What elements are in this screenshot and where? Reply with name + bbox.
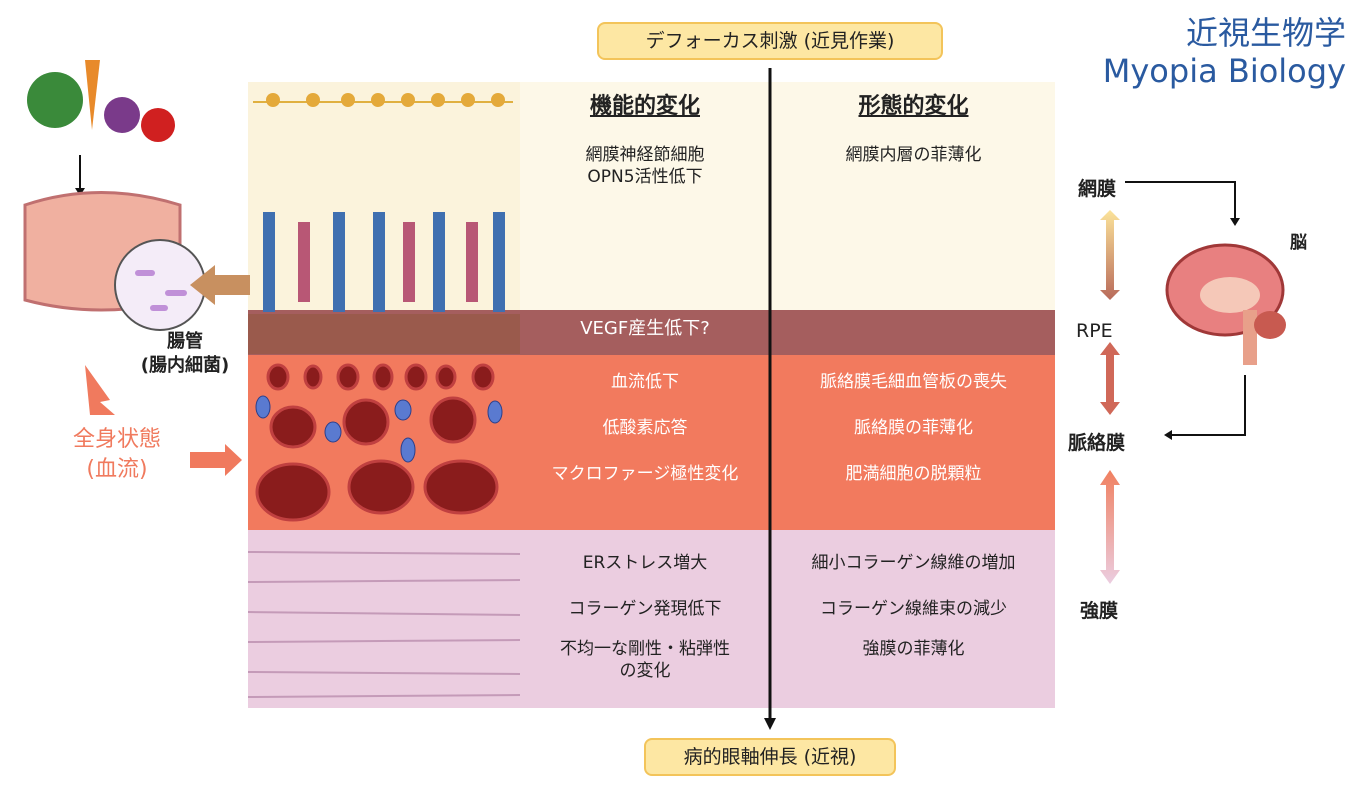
systemic-label: 全身状態 (血流) [52, 425, 182, 485]
sclera-functional: ERストレス増大 コラーゲン発現低下 不均一な剛性・粘弾性 の変化 [520, 552, 770, 682]
label-brain: 脳 [1290, 233, 1307, 253]
sclera-morphological: 細小コラーゲン線維の増加 コラーゲン線維束の減少 強膜の菲薄化 [772, 552, 1055, 660]
gut-label: 腸管 (腸内細菌) [120, 330, 250, 378]
gut-illustration [23, 60, 250, 476]
feedback-arrows [1100, 181, 1246, 584]
myopia-progression-arrow [764, 68, 776, 730]
brain-illustration [1165, 243, 1286, 365]
label-rpe: RPE [1076, 320, 1113, 342]
choroid-morphological-item: 肥満細胞の脱顆粒 [845, 464, 982, 484]
label-sclera: 強膜 [1080, 600, 1119, 622]
retina-brain-arrow [1125, 181, 1236, 220]
choroid-morphological-item: 脈絡膜毛細血管板の喪失 [820, 372, 1007, 392]
choroid-sclera-arrow [1100, 470, 1120, 584]
choroid-functional-item: 低酸素応答 [602, 418, 688, 438]
retina-cells-illustration [248, 82, 520, 354]
sclera-functional-item: の変化 [619, 661, 671, 681]
sclera-morphological-item: 細小コラーゲン線維の増加 [811, 553, 1016, 573]
choroid-morphological: 脈絡膜毛細血管板の喪失 脈絡膜の菲薄化 肥満細胞の脱顆粒 [772, 371, 1055, 509]
title-en: Myopia Biology [1102, 52, 1346, 90]
brain-choroid-arrow [1170, 375, 1246, 436]
functional-heading: 機能的変化 [589, 94, 700, 119]
sclera-functional-item: 不均一な剛性・粘弾性 [560, 639, 730, 659]
gut-label-title: 腸管 [167, 331, 203, 352]
food-icon [27, 60, 175, 142]
sclera-band [248, 530, 1055, 708]
title: 近視生物学 Myopia Biology [1103, 14, 1346, 90]
choroid-functional-item: マクロファージ極性変化 [551, 464, 739, 484]
systemic-label-sub: (血流) [86, 457, 148, 482]
title-jp: 近視生物学 [1185, 14, 1346, 52]
tissue-illustration [248, 82, 520, 698]
choroid-functional-item: 血流低下 [611, 372, 679, 392]
sclera-functional-item: コラーゲン発現低下 [568, 599, 722, 619]
axial-elongation-label: 病的眼軸伸長 (近視) [644, 738, 896, 776]
systemic-label-title: 全身状態 [72, 427, 161, 452]
sclera-morphological-item: コラーゲン線維束の減少 [820, 599, 1007, 619]
sclera-fibers-illustration [248, 551, 520, 698]
systemic-choroid-arrow [190, 444, 242, 476]
label-retina: 網膜 [1078, 178, 1117, 200]
blood-vessels-illustration [255, 363, 499, 522]
choroid-functional: 血流低下 低酸素応答 マクロファージ極性変化 [520, 371, 770, 509]
retina-functional-line2: OPN5活性低下 [587, 167, 703, 187]
retina-functional-line1: 網膜神経節細胞 [585, 145, 705, 165]
morphological-column: 形態的変化 網膜内層の菲薄化 [772, 96, 1055, 166]
sclera-functional-item: ERストレス増大 [582, 553, 708, 573]
rpe-choroid-arrow [1100, 342, 1120, 415]
gut-systemic-arrow [85, 365, 115, 415]
sclera-morphological-item: 強膜の菲薄化 [862, 639, 965, 659]
label-choroid: 脈絡膜 [1068, 432, 1126, 454]
rpe-functional: VEGF産生低下? [580, 318, 710, 339]
defocus-stimulus-label: デフォーカス刺激 (近見作業) [597, 22, 943, 60]
gut-label-sub: (腸内細菌) [140, 355, 230, 376]
choroid-morphological-item: 脈絡膜の菲薄化 [854, 418, 973, 438]
morphological-heading: 形態的変化 [858, 94, 969, 119]
gut-retina-arrow [190, 265, 250, 305]
retina-morphological: 網膜内層の菲薄化 [845, 145, 982, 165]
retina-rpe-arrow [1100, 210, 1120, 300]
functional-column: 機能的変化 網膜神経節細胞 OPN5活性低下 [520, 96, 770, 188]
